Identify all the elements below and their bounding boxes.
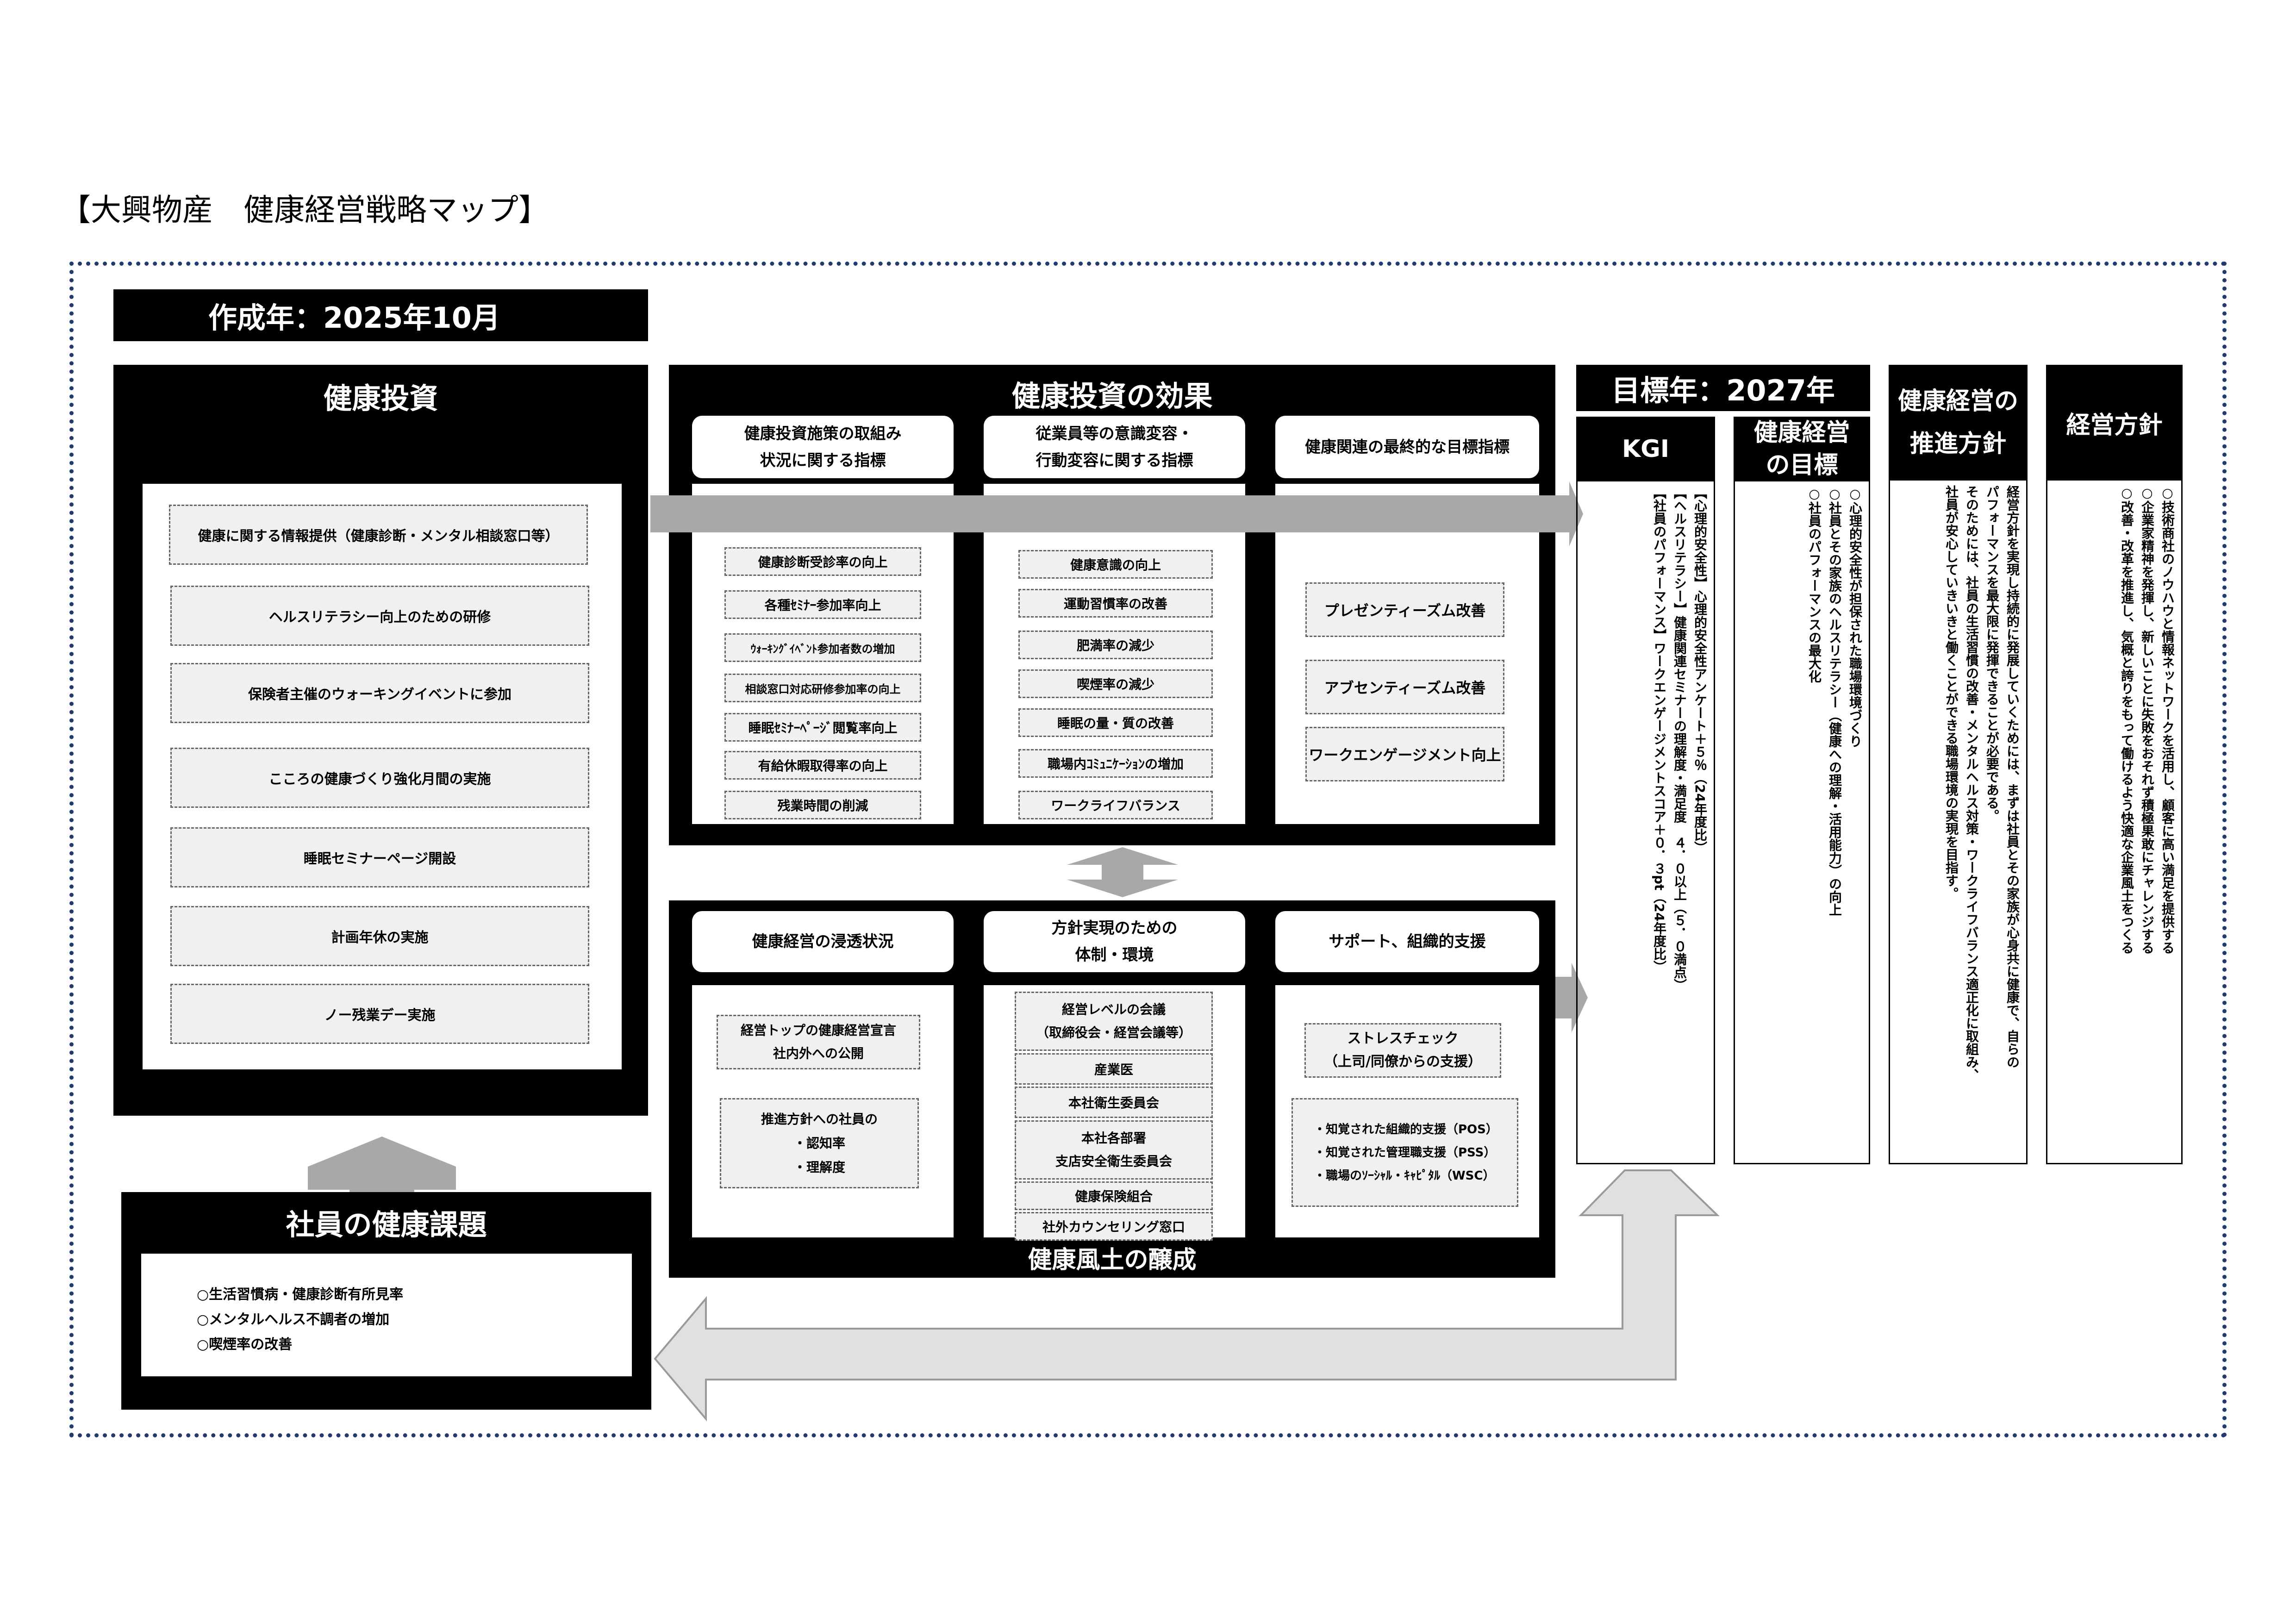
target-year: 目標年：2027年 bbox=[1576, 365, 1870, 411]
effect-item: 喫煙率の減少 bbox=[1018, 669, 1213, 698]
mgmt-line: ○技術商社のノウハウと情報ネットワークを活用し、顧客に高い満足を提供する bbox=[2160, 485, 2175, 954]
effect-item: ｳｫｰｷﾝｸﾞｲﾍﾞﾝﾄ参加者数の増加 bbox=[724, 633, 921, 662]
arrow-double-vertical bbox=[1067, 847, 1178, 897]
policy-body: 経営方針を実現し持続的に発展していくためには、まずは社員とその家族が心身共に健康… bbox=[1889, 481, 2028, 1164]
culture-item: 本社衛生委員会 bbox=[1015, 1087, 1213, 1118]
effect-item: 肥満率の減少 bbox=[1018, 631, 1213, 659]
issue-item: ○生活習慣病・健康診断有所見率 bbox=[197, 1287, 404, 1303]
kgi-line: 【心理的安全性】心理的安全性アンケート＋５％（24年度比） bbox=[1692, 486, 1708, 854]
issue-item: ○喫煙率の改善 bbox=[197, 1337, 293, 1353]
investment-item: 保険者主催のウォーキングイベントに参加 bbox=[170, 663, 589, 723]
effect-item: 残業時間の削減 bbox=[724, 791, 921, 819]
mgmt-line: ○改善・改革を推進し、気概と誇りをもって働けるよう快適な企業風土をつくる bbox=[2119, 485, 2134, 954]
culture-item: 本社各部署支店安全衛生委員会 bbox=[1015, 1120, 1213, 1180]
effect-item: 健康意識の向上 bbox=[1018, 550, 1213, 579]
investment-item: こころの健康づくり強化月間の実施 bbox=[170, 748, 589, 808]
effect-band bbox=[650, 495, 1569, 532]
effect-item: 睡眠の量・質の改善 bbox=[1018, 708, 1213, 737]
culture-item: 社外カウンセリング窓口 bbox=[1015, 1212, 1213, 1241]
kgi-title: KGI bbox=[1576, 417, 1715, 481]
effect-item: 睡眠ｾﾐﾅｰﾍﾟｰｼﾞ閲覧率向上 bbox=[724, 713, 921, 742]
investment-item: ノー残業デー実施 bbox=[170, 984, 589, 1044]
culture-item: 健康保険組合 bbox=[1015, 1181, 1213, 1210]
culture-item: 産業医 bbox=[1015, 1053, 1213, 1085]
arrow-feedback bbox=[654, 1169, 1720, 1422]
effect-item: 各種ｾﾐﾅｰ参加率向上 bbox=[724, 590, 921, 619]
policy-line: 社員が安心していきいきと働くことができる職場環境の実現を目指す。 bbox=[1944, 485, 1959, 900]
issues-list: ○生活習慣病・健康診断有所見率 ○メンタルヘルス不調者の増加 ○喫煙率の改善 bbox=[141, 1254, 632, 1376]
culture-item: 経営レベルの会議（取締役会・経営会議等） bbox=[1015, 992, 1213, 1051]
issue-item: ○メンタルヘルス不調者の増加 bbox=[197, 1312, 390, 1328]
goal-line: ○社員とその家族のヘルスリテラシー（健康への理解・活用能力）の向上 bbox=[1827, 486, 1842, 916]
mgmt-line: ○企業家精神を発揮し、新しいことに失敗をおそれず積極果敢にチャレンジする bbox=[2140, 485, 2155, 954]
effect-title: 健康投資の効果 bbox=[1011, 379, 1213, 413]
culture-col3-header: サポート、組織的支援 bbox=[1275, 911, 1539, 972]
effect-item: プレゼンティーズム改善 bbox=[1305, 582, 1504, 637]
investment-item: ヘルスリテラシー向上のための研修 bbox=[170, 586, 589, 646]
goal-line: ○社員のパフォーマンスの最大化 bbox=[1807, 486, 1822, 683]
kgi-body: 【心理的安全性】心理的安全性アンケート＋５％（24年度比） 【ヘルスリテラシー】… bbox=[1576, 481, 1715, 1164]
effect-item: ワークライフバランス bbox=[1018, 791, 1213, 819]
kgi-line: 【社員のパフォーマンス】ワークエンゲージメントスコア＋０．３pt（24年度比） bbox=[1652, 486, 1667, 974]
effect-col1-header: 健康投資施策の取組み状況に関する指標 bbox=[692, 416, 954, 478]
culture-item: 推進方針への社員の・認知率・理解度 bbox=[720, 1098, 919, 1188]
arrow-issues-to-investment bbox=[308, 1137, 456, 1193]
culture-title: 健康風土の醸成 bbox=[1028, 1246, 1197, 1274]
culture-item: ・知覚された組織的支援（POS）・知覚された管理職支援（PSS）・職場のｿｰｼｬ… bbox=[1292, 1098, 1518, 1207]
effect-item: 職場内ｺﾐｭﾆｹｰｼｮﾝの増加 bbox=[1018, 749, 1213, 778]
policy-line: パフォーマンスを最大限に発揮できることが必要である。 bbox=[1984, 485, 2000, 822]
dotted-frame bbox=[69, 262, 2227, 1437]
investment-title: 健康投資 bbox=[323, 381, 438, 415]
created-year: 作成年：2025年10月 bbox=[113, 289, 648, 341]
issues-title: 社員の健康課題 bbox=[286, 1208, 487, 1242]
effect-col2-header: 従業員等の意識変容・行動変容に関する指標 bbox=[984, 416, 1245, 478]
investment-item: 計画年休の実施 bbox=[170, 906, 589, 966]
culture-item: 経営トップの健康経営宣言社内外への公開 bbox=[717, 1015, 920, 1069]
culture-col2-header: 方針実現のための体制・環境 bbox=[984, 911, 1245, 972]
culture-col1-header: 健康経営の浸透状況 bbox=[692, 911, 954, 972]
policy-line: そのためには、社員の生活習慣の改善・メンタルヘルス対策・ワークライフバランス適正… bbox=[1964, 485, 1979, 1081]
effect-item: アブセンティーズム改善 bbox=[1305, 660, 1504, 714]
effect-item: 相談窓口対応研修参加率の向上 bbox=[724, 674, 921, 702]
effect-item: ワークエンゲージメント向上 bbox=[1305, 727, 1504, 781]
goal-body: ○心理的安全性が担保された職場環境づくり ○社員とその家族のヘルスリテラシー（健… bbox=[1734, 481, 1870, 1164]
mgmt-body: ○技術商社のノウハウと情報ネットワークを活用し、顧客に高い満足を提供する ○企業… bbox=[2046, 481, 2183, 1164]
investment-item: 健康に関する情報提供（健康診断・メンタル相談窓口等） bbox=[169, 505, 588, 565]
goal-title: 健康経営の目標 bbox=[1734, 417, 1870, 481]
effect-item: 運動習慣率の改善 bbox=[1018, 589, 1213, 618]
policy-line: 経営方針を実現し持続的に発展していくためには、まずは社員とその家族が心身共に健康… bbox=[2005, 485, 2020, 1068]
goal-line: ○心理的安全性が担保された職場環境づくり bbox=[1847, 486, 1863, 748]
effect-item: 有給休暇取得率の向上 bbox=[724, 751, 921, 780]
policy-title: 健康経営の推進方針 bbox=[1889, 365, 2028, 481]
culture-item: ストレスチェック（上司/同僚からの支援） bbox=[1304, 1023, 1501, 1078]
mgmt-title: 経営方針 bbox=[2046, 365, 2183, 481]
page-title: 【大興物産 健康経営戦略マップ】 bbox=[60, 192, 549, 228]
investment-item: 睡眠セミナーページ開設 bbox=[170, 827, 589, 887]
kgi-line: 【ヘルスリテラシー】健康関連セミナーの理解度・満足度 ４．０以上（５．０満点） bbox=[1672, 486, 1687, 992]
effect-item: 健康診断受診率の向上 bbox=[724, 547, 921, 576]
effect-col3-header: 健康関連の最終的な目標指標 bbox=[1275, 416, 1539, 478]
